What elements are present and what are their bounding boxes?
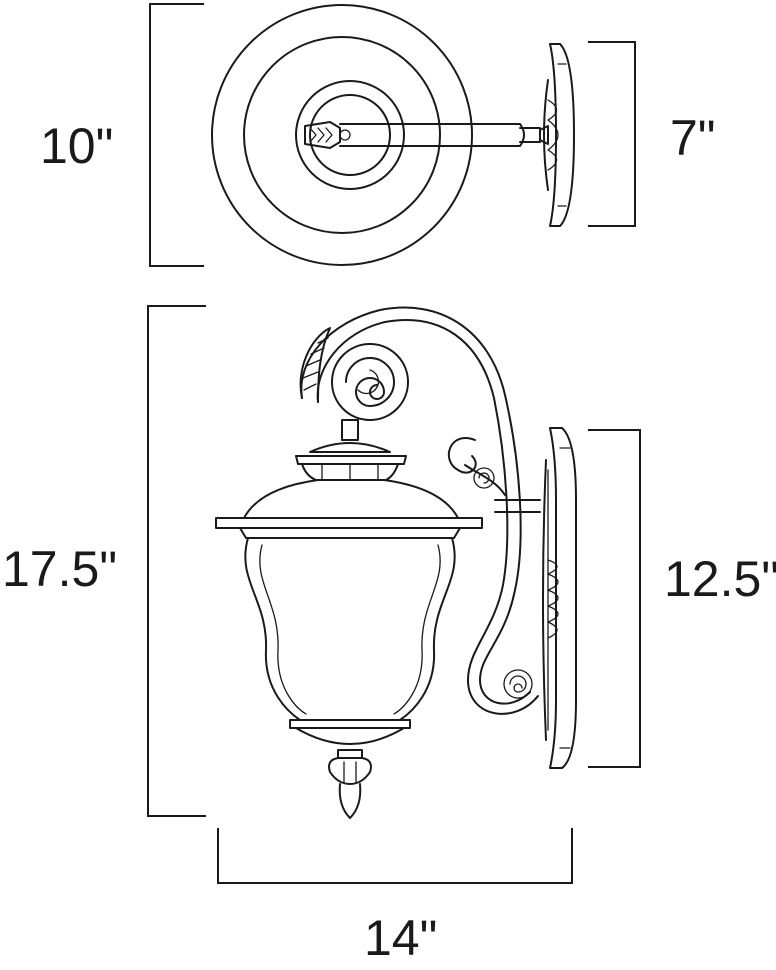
top-finial bbox=[304, 121, 351, 149]
top-height-bracket bbox=[149, 3, 204, 267]
top-canopy-inner bbox=[309, 94, 391, 176]
backplate-height-bracket bbox=[588, 429, 641, 768]
lantern bbox=[215, 419, 483, 819]
top-canopy-outer bbox=[211, 4, 473, 266]
top-backplate bbox=[543, 43, 575, 227]
overall-width-bracket bbox=[217, 828, 573, 884]
top-canopy-ring bbox=[295, 80, 405, 190]
top-depth-bracket bbox=[588, 41, 636, 227]
overall-height-label: 17.5" bbox=[2, 541, 117, 597]
top-arm bbox=[339, 123, 549, 147]
backplate-height-label: 12.5" bbox=[664, 551, 776, 607]
top-canopy-mid bbox=[243, 36, 441, 234]
top-view: 10" 7" bbox=[40, 3, 716, 267]
side-backplate bbox=[542, 427, 577, 769]
overall-height-bracket bbox=[147, 305, 206, 817]
side-view: 17.5" 12.5" 14" bbox=[2, 305, 776, 966]
scroll-arm bbox=[299, 306, 541, 715]
top-height-label: 10" bbox=[40, 118, 113, 174]
top-depth-label: 7" bbox=[670, 110, 716, 166]
overall-width-label: 14" bbox=[364, 910, 437, 966]
